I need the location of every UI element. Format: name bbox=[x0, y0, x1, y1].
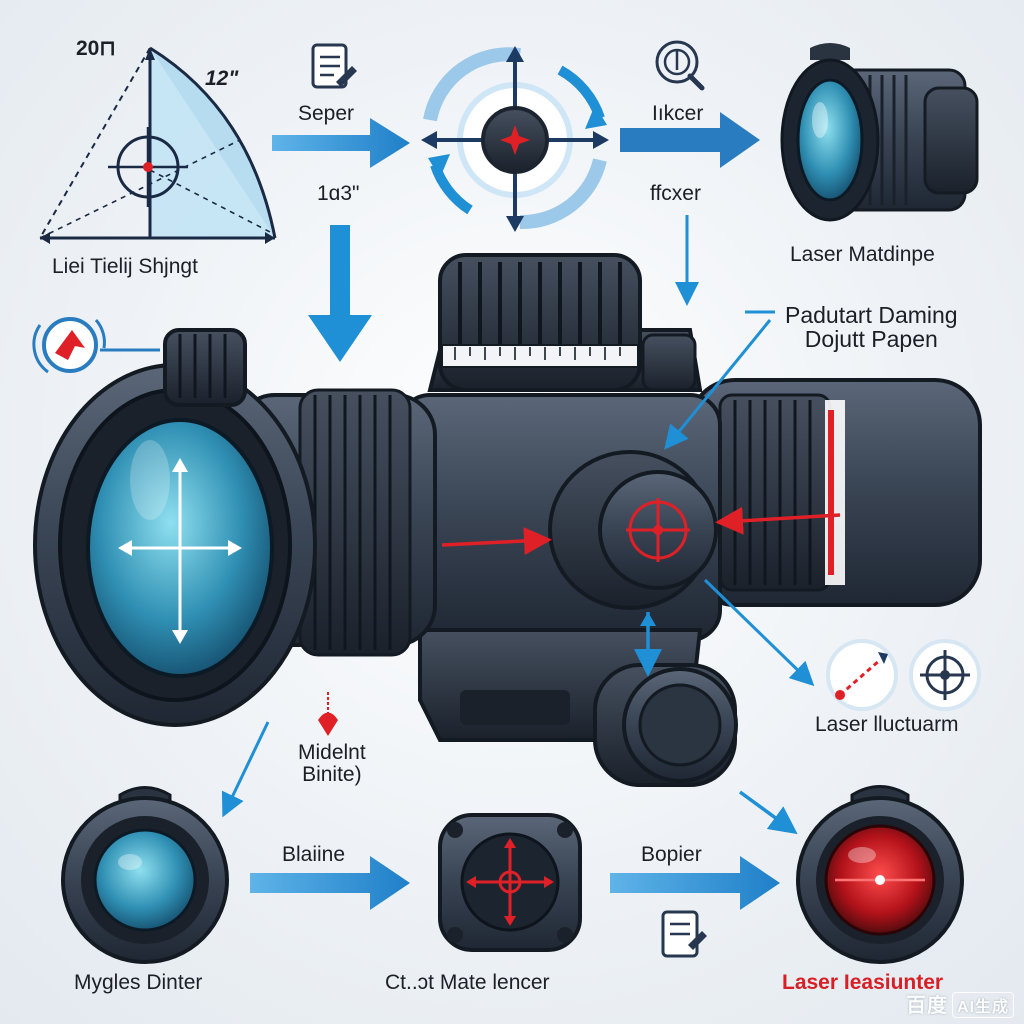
rotation-reticle bbox=[421, 46, 609, 232]
mid-number-label: 1ɑ3" bbox=[317, 183, 360, 205]
triangle-diagram bbox=[40, 48, 275, 244]
midelnt-label: Midelnt Binite) bbox=[298, 742, 366, 786]
laser-lluctuarm-label: Laser lluctuarm bbox=[815, 714, 959, 736]
watermark-tag: AI生成 bbox=[952, 992, 1014, 1018]
search-target-icon bbox=[657, 42, 702, 88]
triangle-top-label: 20⊓ bbox=[76, 38, 116, 60]
mygles-dinter-label: Mygles Dinter bbox=[74, 972, 202, 994]
ffcxer-label: ffcxer bbox=[650, 183, 701, 205]
ct-mate-label: Ct..ɔt Mate lencer bbox=[385, 972, 550, 994]
bopier-label: Bopier bbox=[641, 844, 702, 866]
bottom-doc-icon bbox=[663, 912, 707, 956]
lens-icon bbox=[95, 830, 195, 930]
seper-label: Seper bbox=[298, 103, 354, 125]
laser-pin-icon bbox=[318, 692, 338, 736]
lens-icon bbox=[798, 80, 862, 200]
arrow-down-icon bbox=[308, 225, 372, 362]
bottom-center-reticle bbox=[440, 815, 580, 950]
bottom-right-red-lens bbox=[798, 787, 962, 963]
crosshair-target-icon bbox=[911, 641, 979, 709]
padutart-label: Padutart Daming Dojutt Papen bbox=[785, 303, 958, 351]
laser-aim-icon bbox=[828, 641, 896, 709]
triangle-angle-label: 12" bbox=[205, 68, 238, 90]
arrow-right-icon bbox=[272, 118, 410, 168]
triangle-caption: Liei Tielij Shjngt bbox=[52, 256, 198, 278]
document-icon bbox=[313, 45, 357, 87]
laser-signal-icon bbox=[34, 319, 160, 372]
watermark-brand: 百度 bbox=[906, 995, 948, 1017]
lincer-label: Iıkcer bbox=[652, 103, 703, 125]
top-right-lens bbox=[782, 43, 977, 220]
laser-matdinpe-label: Laser Matdinpe bbox=[790, 244, 935, 266]
bottom-left-lens bbox=[63, 788, 227, 963]
blaiine-label: Blaiine bbox=[282, 844, 345, 866]
